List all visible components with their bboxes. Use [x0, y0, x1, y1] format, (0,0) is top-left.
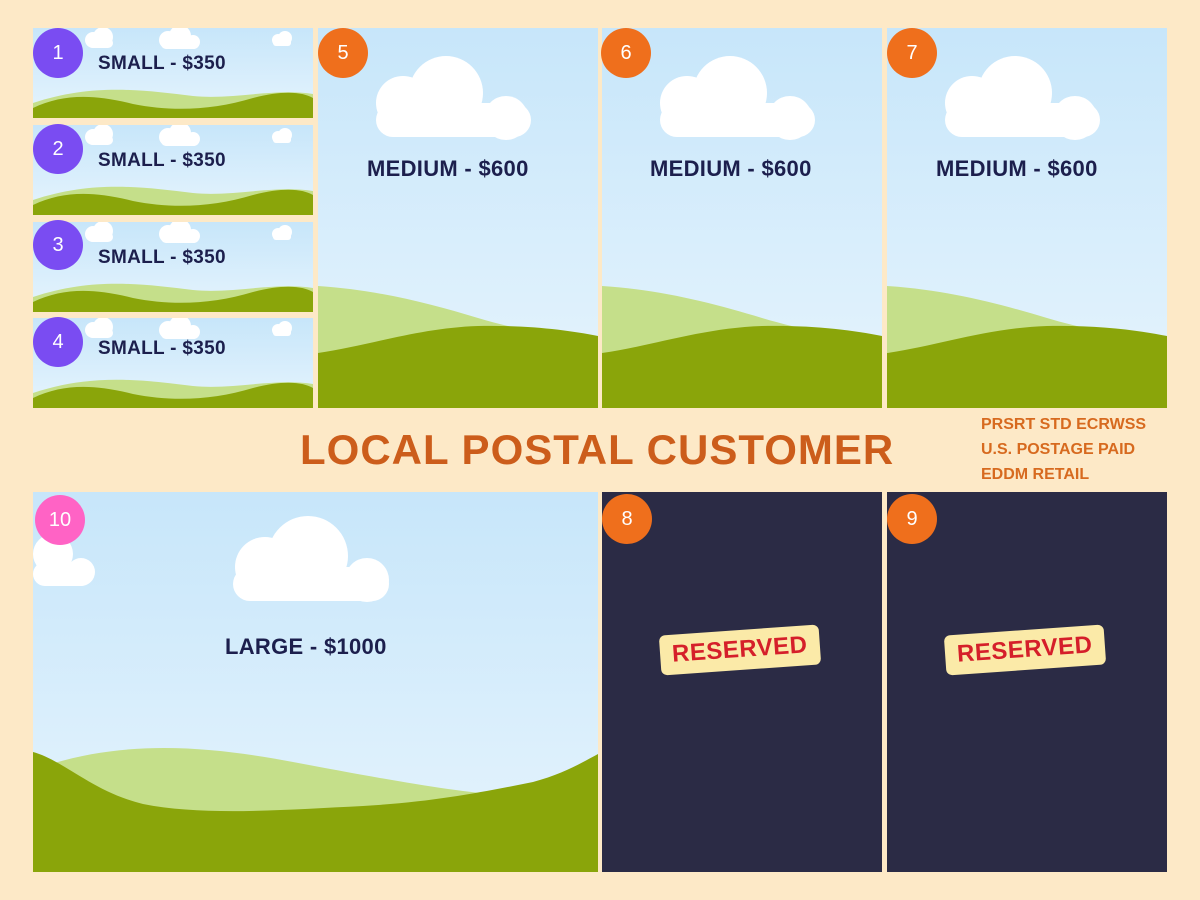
slot-number-badge-10: 10 [35, 495, 85, 545]
postal-indicia-line: EDDM RETAIL [981, 466, 1090, 483]
postal-indicia: PRSRT STD ECRWSS U.S. POSTAGE PAID EDDM … [981, 412, 1146, 487]
slot-price-label: MEDIUM - $600 [650, 156, 812, 181]
ad-slot-1[interactable]: SMALL - $350 [33, 28, 313, 118]
slot-price-label: MEDIUM - $600 [367, 156, 529, 181]
landscape-scene [33, 318, 313, 408]
slot-number-badge-2: 2 [33, 124, 83, 174]
landscape-scene [33, 28, 313, 118]
slot-number-badge-4: 4 [33, 317, 83, 367]
ad-slot-7[interactable]: MEDIUM - $600 [887, 28, 1167, 408]
landscape-scene [318, 56, 598, 408]
postal-indicia-line: U.S. POSTAGE PAID [981, 441, 1136, 458]
ad-slot-9[interactable]: RESERVED [887, 492, 1167, 872]
slot-number-badge-8: 8 [602, 494, 652, 544]
ad-slot-10[interactable]: LARGE - $1000 [33, 492, 598, 872]
slot-price-label: SMALL - $350 [98, 338, 226, 359]
page-title: LOCAL POSTAL CUSTOMER [300, 426, 895, 473]
slot-number-badge-1: 1 [33, 28, 83, 78]
landscape-scene [33, 125, 313, 215]
ad-slot-8[interactable]: RESERVED [602, 492, 882, 872]
cloud-icon [376, 56, 531, 140]
ad-slot-6[interactable]: MEDIUM - $600 [602, 28, 882, 408]
cloud-icon [233, 516, 389, 602]
cloud-icon [945, 56, 1100, 140]
postal-indicia-line: PRSRT STD ECRWSS [981, 416, 1147, 433]
slot-number-badge-9: 9 [887, 494, 937, 544]
slot-number-badge-7: 7 [887, 28, 937, 78]
landscape-scene [33, 222, 313, 312]
slot-price-label: SMALL - $350 [98, 150, 226, 171]
reserved-stamp: RESERVED [943, 624, 1106, 676]
slot-price-label: SMALL - $350 [98, 247, 226, 268]
slot-price-label: LARGE - $1000 [225, 634, 387, 659]
ad-slot-5[interactable]: MEDIUM - $600 [318, 28, 598, 408]
cloud-icon [660, 56, 815, 140]
reserved-stamp: RESERVED [658, 624, 821, 676]
slot-price-label: SMALL - $350 [98, 53, 226, 74]
slot-number-badge-6: 6 [601, 28, 651, 78]
slot-number-badge-3: 3 [33, 220, 83, 270]
landscape-scene [33, 516, 598, 872]
landscape-scene [887, 56, 1167, 408]
slot-price-label: MEDIUM - $600 [936, 156, 1098, 181]
landscape-scene [602, 56, 882, 408]
slot-number-badge-5: 5 [318, 28, 368, 78]
